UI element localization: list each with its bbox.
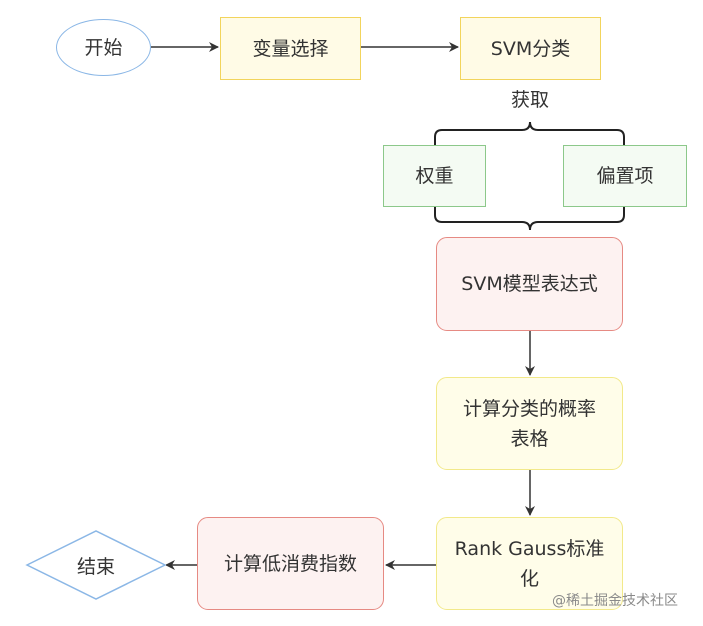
bias-label: 偏置项 <box>596 165 654 187</box>
top-brace <box>434 121 625 145</box>
end-label: 结束 <box>76 555 115 578</box>
calc-prob-label-line1: 计算分类的概率 <box>462 397 596 420</box>
svm-expression-label: SVM模型表达式 <box>461 273 598 295</box>
bottom-brace <box>434 207 625 231</box>
rank-gauss-node: Rank Gauss标准 化 <box>436 517 623 610</box>
weight-label: 权重 <box>415 165 454 187</box>
watermark: @稀土掘金技术社区 <box>552 593 678 609</box>
calc-prob-node: 计算分类的概率 表格 <box>436 377 623 470</box>
bias-node: 偏置项 <box>563 145 687 207</box>
variable-select-node: 变量选择 <box>220 17 361 80</box>
rank-gauss-label-line1: Rank Gauss标准 <box>454 537 605 560</box>
svm-expression-node: SVM模型表达式 <box>436 237 623 331</box>
start-node: 开始 <box>56 19 151 76</box>
svm-classify-label: SVM分类 <box>490 37 571 60</box>
calc-prob-label-line2: 表格 <box>510 427 549 450</box>
end-diamond <box>25 530 167 600</box>
variable-select-label: 变量选择 <box>252 37 329 60</box>
rank-gauss-label-line2: 化 <box>519 567 539 590</box>
weight-node: 权重 <box>383 145 486 207</box>
calc-index-node: 计算低消费指数 <box>197 517 384 610</box>
start-label: 开始 <box>84 36 123 59</box>
svm-classify-node: SVM分类 <box>460 17 601 80</box>
calc-index-label: 计算低消费指数 <box>223 552 357 575</box>
obtain-label: 获取 <box>510 89 549 111</box>
